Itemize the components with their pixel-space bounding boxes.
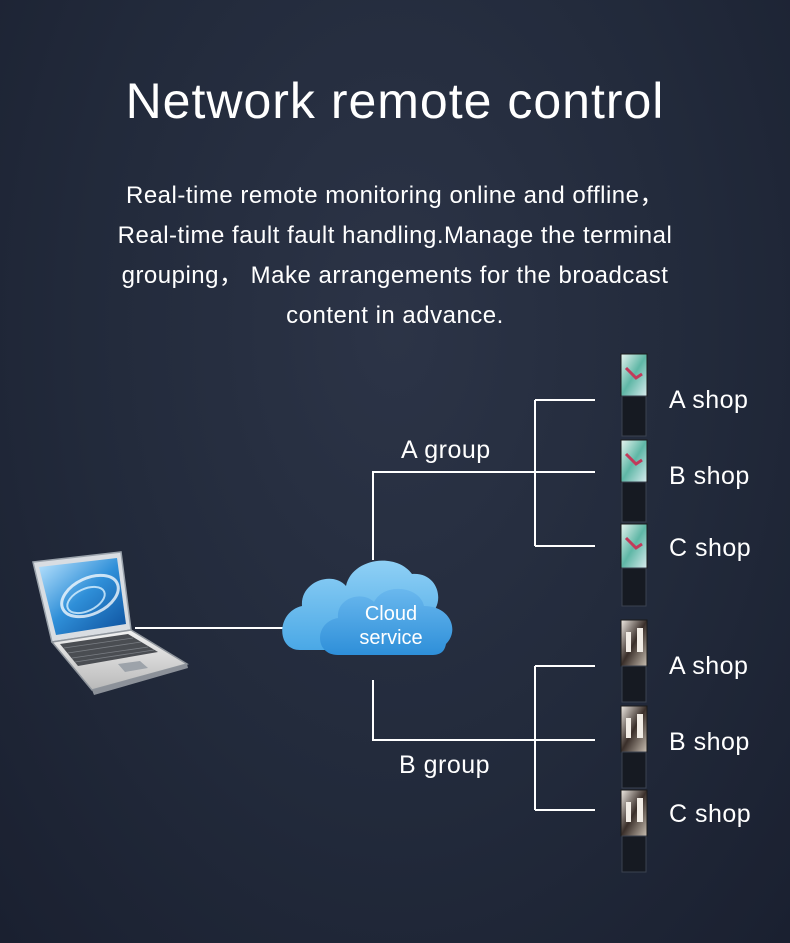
kiosk-display-icon bbox=[620, 705, 648, 789]
kiosk-display-icon bbox=[620, 523, 648, 607]
laptop-icon bbox=[32, 551, 189, 695]
cloud-icon bbox=[282, 560, 453, 655]
page-title: Network remote control bbox=[125, 73, 665, 129]
shop-label: B shop bbox=[669, 728, 750, 756]
description-line: Real-time fault fault handling.Manage th… bbox=[117, 222, 673, 249]
cloud-label-line: service bbox=[359, 627, 423, 649]
kiosk-display-icon bbox=[620, 789, 648, 873]
shop-label: C shop bbox=[669, 534, 752, 562]
kiosk-display-icon bbox=[620, 619, 648, 703]
kiosk-display-group-b bbox=[620, 619, 648, 873]
group-label-b: B group bbox=[399, 751, 491, 779]
description: Real-time remote monitoring online and o… bbox=[40, 176, 750, 336]
kiosk-display-group-a bbox=[620, 353, 648, 607]
description-line: grouping， Make arrangements for the broa… bbox=[121, 262, 669, 289]
b-group-branch bbox=[372, 680, 535, 741]
kiosk-display-icon bbox=[620, 353, 648, 437]
kiosk-display-icon bbox=[620, 439, 648, 523]
cloud-label: Cloud service bbox=[346, 602, 436, 650]
description-line: content in advance. bbox=[286, 302, 504, 329]
connector-lines bbox=[135, 399, 595, 811]
cloud-label-line: Cloud bbox=[364, 603, 418, 625]
shop-label: A shop bbox=[669, 652, 749, 680]
shop-label: B shop bbox=[669, 462, 750, 490]
description-line: Real-time remote monitoring online and o… bbox=[126, 182, 664, 209]
group-label-a: A group bbox=[401, 436, 491, 464]
a-group-branch bbox=[372, 471, 535, 560]
shop-label: C shop bbox=[669, 800, 752, 828]
shop-label: A shop bbox=[669, 386, 749, 414]
